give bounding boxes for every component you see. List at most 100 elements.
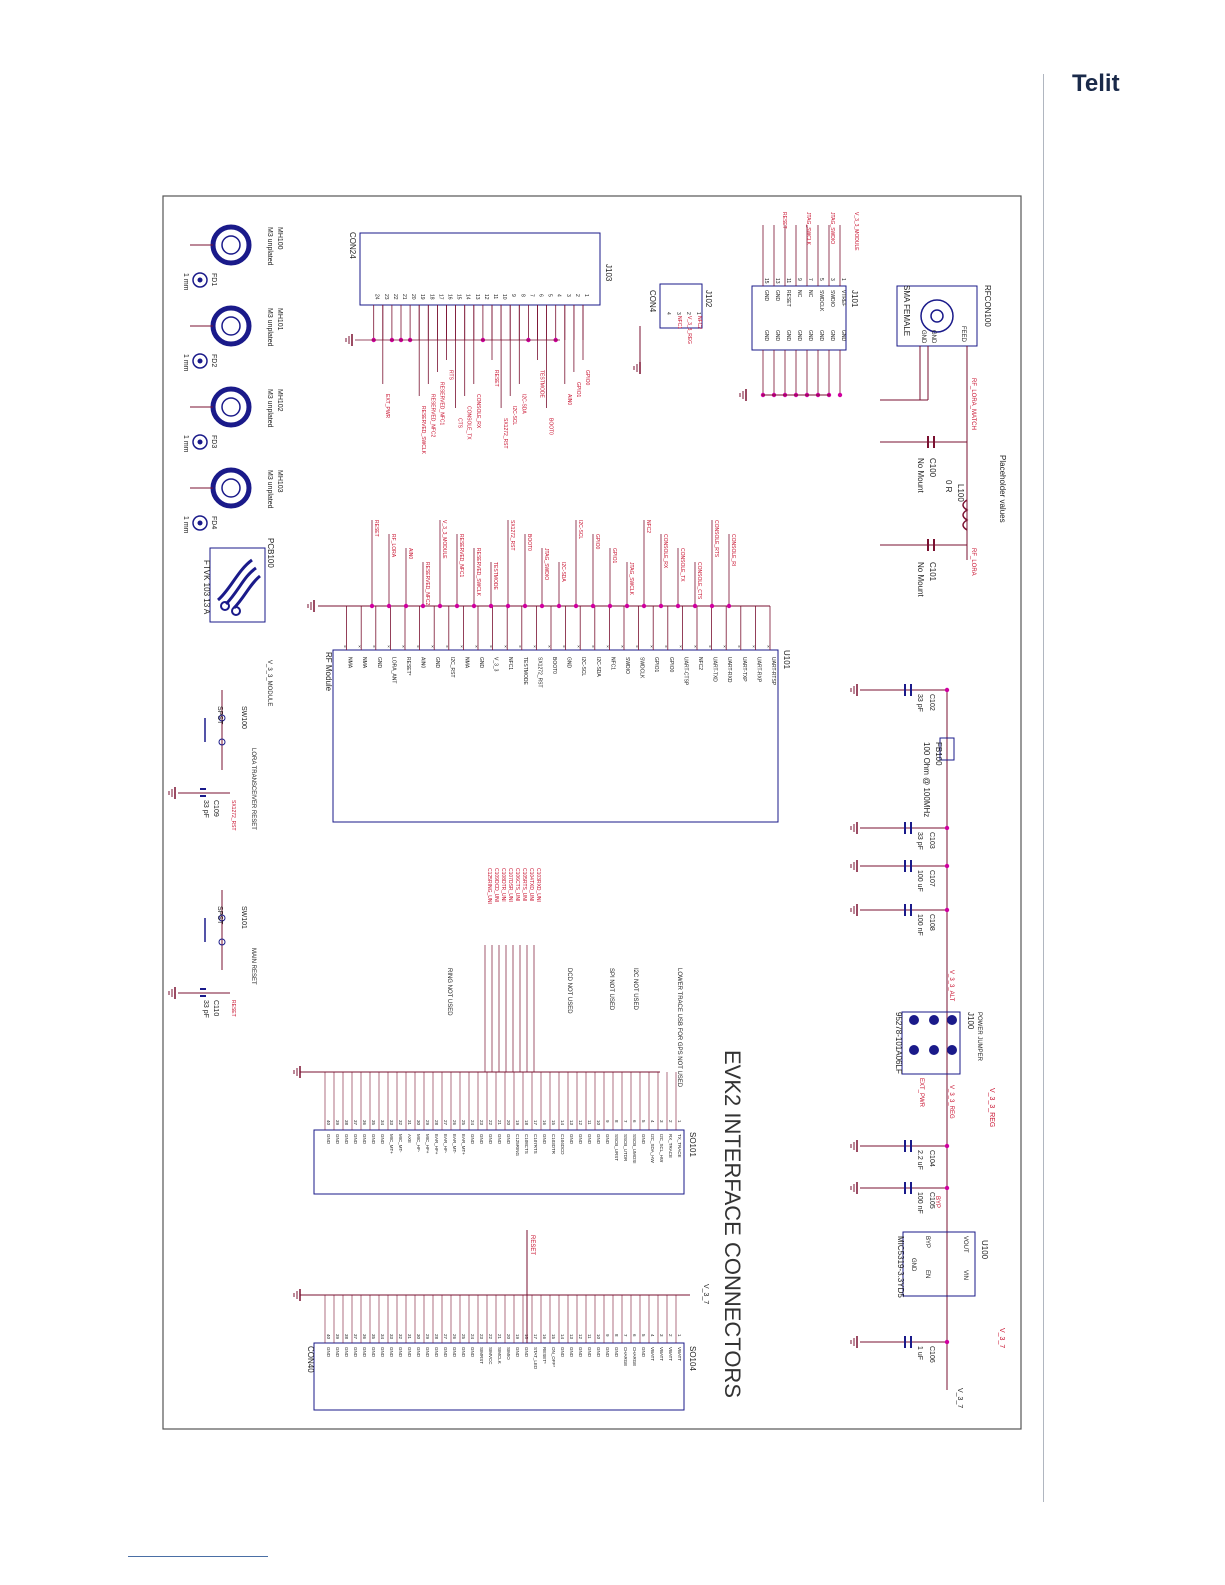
u101-net-label: BOOT0: [526, 534, 532, 551]
u100-vout: VOUT: [962, 1236, 968, 1253]
so101-pin-label: GND: [641, 1134, 646, 1145]
so101-pin-label: GND: [488, 1134, 493, 1145]
so104-pin-label: GND: [335, 1347, 340, 1358]
u101-pin-x: ×: [606, 644, 609, 649]
so101-ref: SO101: [688, 1132, 697, 1157]
so101-note: I2C NOT USED: [632, 968, 638, 1011]
so104-pin-label: GND: [641, 1347, 646, 1358]
junction-dot: [420, 603, 426, 609]
junction-dot: [539, 603, 545, 609]
so104-pin-number: 17: [533, 1334, 538, 1340]
mounting-hole-icon: [210, 467, 252, 509]
so101-pin-number: 37: [353, 1120, 358, 1126]
j103-pin-number: 15: [456, 294, 462, 300]
junction-dot: [658, 603, 664, 609]
so104-pin-label: SIMCLK: [497, 1347, 502, 1364]
so104-pin-label: GND: [524, 1347, 529, 1358]
j102-ref: J102: [704, 290, 713, 308]
so104-pin-label: GND: [560, 1347, 565, 1358]
junction-dot: [573, 603, 579, 609]
so101-pin-number: 18: [524, 1120, 529, 1126]
junction-dot: [437, 603, 443, 609]
c100-value: No Mount: [916, 458, 925, 493]
so104-pin-number: 40: [326, 1334, 331, 1340]
l100-value: 0 R: [944, 480, 953, 493]
connector-j103: J103 CON24 1GPIO02GPIO13AIN045BOOT06TEST…: [345, 232, 613, 455]
power-cap-value: 100 uF: [916, 870, 923, 892]
mounting-hole-inner: [221, 316, 241, 336]
junction-dot: [944, 863, 950, 869]
j101-pin-number: 1: [840, 278, 846, 281]
so104-pin-number: 24: [470, 1334, 475, 1340]
fiducial-icon: [192, 353, 208, 369]
so104-pin-label: SIMRST: [479, 1347, 484, 1364]
power-cap-ref: C103: [928, 832, 935, 849]
so104-pin-number: 10: [596, 1334, 601, 1340]
u101-pin-label: RESET*: [405, 657, 411, 676]
connector-so104: SO104 CON40 VBATT1VBATT2VBATT3VBATT4GND5…: [293, 1230, 709, 1411]
j103-net-label: RESET: [493, 370, 499, 387]
so104-pin-label: GND: [515, 1347, 520, 1358]
fiducial-icon: [192, 272, 208, 288]
j102-pin-number: 4: [665, 312, 671, 315]
so101-pin-number: 14: [560, 1120, 565, 1126]
so104-pin-label: GND: [326, 1347, 331, 1358]
u100-ref: U100: [980, 1240, 989, 1260]
so104-pin-number: 7: [623, 1334, 628, 1337]
so101-pin-label: EAR_MT+: [461, 1134, 466, 1155]
pcb-ref: PCB100: [266, 538, 275, 568]
so101-pin-label: MIC_MT-: [398, 1134, 403, 1153]
u101-pin-label: GPIO1: [653, 657, 659, 673]
so101-pin-label: EAR_MT-: [452, 1134, 457, 1154]
u100-byp: BYP: [924, 1236, 930, 1248]
pcb-part: FTVK 103 13 A: [202, 560, 211, 615]
so104-pin-number: 26: [452, 1334, 457, 1340]
so101-pin-label: C104DCD: [560, 1134, 565, 1155]
power-cap-value: 100 nF: [916, 914, 923, 936]
u101-pin-x: ×: [563, 644, 566, 649]
so104-pin-label: VBATT: [677, 1347, 682, 1361]
so104-pin-number: 35: [371, 1334, 376, 1340]
j100-net-ext: EXT_PWR: [918, 1078, 924, 1108]
rfcon-pin-gnd1: GND: [930, 330, 936, 344]
u100-gnd: GND: [910, 1258, 916, 1272]
so101-pin-number: 35: [371, 1120, 376, 1126]
junction-dot: [641, 603, 647, 609]
so104-pin-label: VBATT: [659, 1347, 664, 1361]
so104-pin-label: GND: [587, 1347, 592, 1358]
l100-ref: L100: [956, 484, 965, 502]
junction-dot: [556, 603, 562, 609]
byp-net: BYP: [934, 1196, 940, 1208]
so101-pin-number: 23: [479, 1120, 484, 1126]
so104-pin-number: 8: [614, 1334, 619, 1337]
so101-pin-label: GND: [335, 1134, 340, 1145]
power-cap-value: 100 nF: [916, 1192, 923, 1214]
u101-pin-x: ×: [723, 644, 726, 649]
junction-dot: [471, 603, 477, 609]
so104-pin-number: 30: [416, 1334, 421, 1340]
u101-pin-x: ×: [504, 644, 507, 649]
so104-pin-number: 38: [344, 1334, 349, 1340]
so101-pin-number: 10: [596, 1120, 601, 1126]
fiducial-center: [197, 439, 203, 445]
j103-pin-number: 23: [383, 294, 389, 300]
u101-pin-x: ×: [694, 644, 697, 649]
j103-net-label: CONSOLE_RX: [475, 394, 481, 429]
so104-pin-number: 12: [578, 1334, 583, 1340]
j100-net-alt: V_3_3_ALT: [948, 970, 954, 1002]
u101-pin-x: ×: [417, 644, 420, 649]
so101-pin-label: C107RTS: [533, 1134, 538, 1154]
so104-pin-number: 22: [488, 1334, 493, 1340]
so101-pin-label: GND: [326, 1134, 331, 1145]
j101-gnd-label: GND: [785, 330, 791, 342]
so104-pin-label: CHARGE: [632, 1347, 637, 1366]
u101-pin-label: GND: [566, 657, 572, 669]
v37-out: V_3_7: [956, 1388, 963, 1408]
j102-net-label: NFC2: [696, 316, 702, 329]
u101-pin-x: ×: [621, 644, 624, 649]
u101-pin-label: I2C-SCL: [580, 657, 586, 676]
so101-pin-number: 6: [632, 1120, 637, 1123]
junction-dot: [944, 1185, 950, 1191]
u101-pin-x: ×: [752, 644, 755, 649]
so101-pin-label: GND: [596, 1134, 601, 1145]
